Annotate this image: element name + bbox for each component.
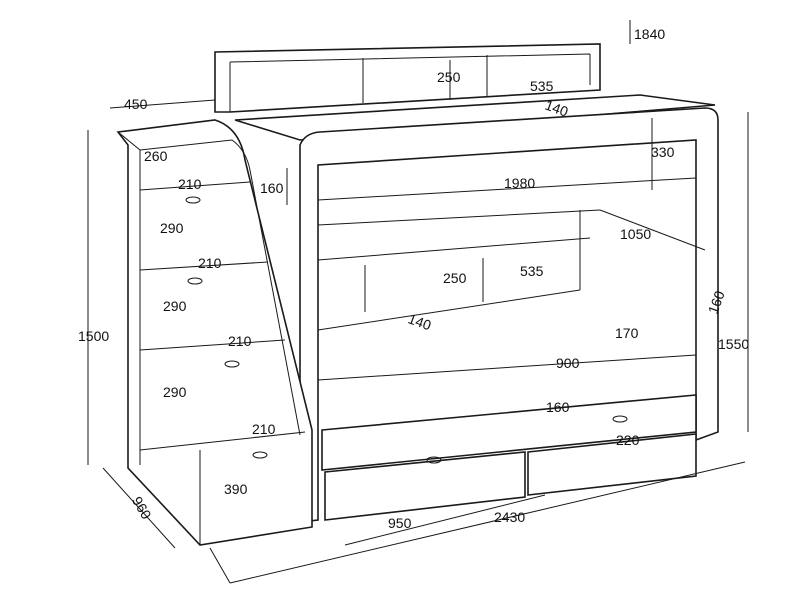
drawer-right — [527, 433, 697, 496]
drawer-handle — [612, 415, 628, 423]
dim-260: 260 — [144, 148, 168, 164]
dim-step-210-4: 210 — [252, 421, 276, 437]
dim-step-290-2: 290 — [163, 298, 187, 314]
outline — [116, 43, 719, 546]
dim-1050: 1050 — [620, 226, 651, 242]
dim-1500: 1500 — [78, 328, 109, 344]
dim-900: 900 — [556, 355, 580, 371]
lower-bed-rail — [321, 394, 697, 471]
dim-mid-shelf-depth: 140 — [406, 310, 434, 333]
dim-2430: 2430 — [494, 509, 525, 525]
dim-220: 220 — [616, 432, 640, 448]
top-shelf-unit — [214, 43, 601, 113]
upper-back-panel — [234, 94, 716, 141]
dim-390: 390 — [224, 481, 248, 497]
dim-450: 450 — [124, 96, 148, 112]
dim-160-upper: 160 — [260, 180, 284, 196]
dim-960: 960 — [129, 494, 155, 522]
dim-mid-shelf-height: 250 — [443, 270, 467, 286]
dim-step-210-2: 210 — [198, 255, 222, 271]
dim-step-290-3: 290 — [163, 384, 187, 400]
dim-top-shelf-depth: 140 — [543, 97, 571, 120]
dim-top-shelf-width: 535 — [530, 78, 554, 94]
dim-170: 170 — [615, 325, 639, 341]
dim-top-shelf-height: 250 — [437, 69, 461, 85]
dim-step-210-3: 210 — [228, 333, 252, 349]
front-frame — [299, 107, 719, 523]
dim-step-210-1: 210 — [178, 176, 202, 192]
drawer-left — [324, 451, 526, 521]
stair-unit — [116, 119, 313, 546]
dim-950: 950 — [388, 515, 412, 531]
dim-1980: 1980 — [504, 175, 535, 191]
dim-1840: 1840 — [634, 26, 665, 42]
stair-steps — [139, 181, 306, 451]
dim-330: 330 — [651, 144, 675, 160]
dimension-lines — [87, 20, 749, 584]
dimension-labels: 1840 250 535 140 450 260 330 160 1980 21… — [78, 26, 749, 531]
mid-shelf — [364, 210, 581, 312]
dim-lower-rail-160: 160 — [546, 399, 570, 415]
dim-mid-shelf-width: 535 — [520, 263, 544, 279]
dim-side-rail-160: 160 — [705, 288, 728, 316]
dim-1550: 1550 — [718, 336, 749, 352]
drawer-handle — [426, 456, 442, 464]
dim-step-290-1: 290 — [160, 220, 184, 236]
